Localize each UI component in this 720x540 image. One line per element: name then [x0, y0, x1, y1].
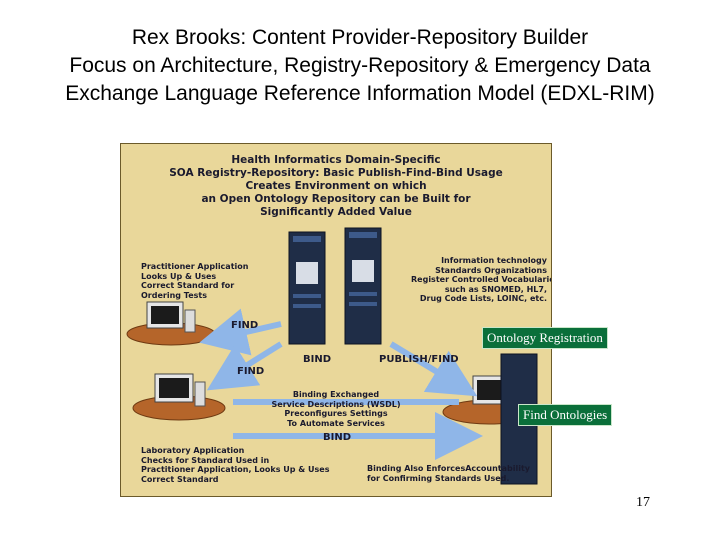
practitioner-workstation: [126, 301, 216, 346]
slide-title: Rex Brooks: Content Provider-Repository …: [0, 24, 720, 108]
label-find-top: FIND: [231, 320, 259, 331]
heading-line-3: Creates Environment on which: [245, 180, 427, 192]
ontology-registration-callout: Ontology Registration: [482, 327, 608, 349]
heading-line-4: an Open Ontology Repository can be Built…: [201, 193, 471, 205]
soa-registry-diagram: Health Informatics Domain-Specific SOA R…: [120, 143, 552, 497]
practitioner-line: Correct Standard for: [141, 281, 235, 291]
heading-line-1: Health Informatics Domain-Specific: [231, 154, 441, 166]
registry-server-left: [288, 231, 326, 345]
practitioner-line: Practitioner Application: [141, 262, 249, 271]
laboratory-note: Laboratory Application Checks for Standa…: [141, 446, 329, 484]
laboratory-line: Practitioner Application, Looks Up & Use…: [141, 465, 330, 475]
practitioner-line: Ordering Tests: [141, 290, 207, 300]
title-line-2: Focus on Architecture, Registry-Reposito…: [69, 54, 651, 77]
binding-line: Service Descriptions (WSDL): [271, 399, 401, 409]
laboratory-line: Correct Standard: [141, 474, 219, 484]
practitioner-note: Practitioner Application Looks Up & Uses…: [141, 262, 248, 300]
accountability-line: for Confirming Standards Used.: [367, 473, 510, 483]
info-tech-line: Standards Organizations: [435, 265, 547, 275]
arrow-find-left: [206, 341, 283, 391]
accountability-note: Binding Also EnforcesAccountability for …: [367, 464, 530, 483]
binding-note: Binding Exchanged Service Descriptions (…: [271, 390, 401, 428]
info-tech-line: Drug Code Lists, LOINC, etc.: [419, 294, 547, 304]
binding-line: Binding Exchanged: [292, 390, 380, 399]
label-bind-center: BIND: [303, 354, 332, 365]
arrow-find-top: [199, 308, 282, 356]
laboratory-line: Laboratory Application: [141, 446, 245, 455]
heading-line-2: SOA Registry-Repository: Basic Publish-F…: [169, 167, 503, 179]
title-line-1: Rex Brooks: Content Provider-Repository …: [131, 26, 589, 49]
lab-workstation: [132, 373, 226, 421]
practitioner-line: Looks Up & Uses: [141, 271, 217, 281]
label-publish-find: PUBLISH/FIND: [379, 354, 459, 365]
accountability-line: Binding Also EnforcesAccountability: [367, 464, 530, 473]
binding-line: Preconfigures Settings: [284, 409, 388, 419]
heading-line-5: Significantly Added Value: [260, 206, 412, 218]
info-tech-line: Register Controlled Vocabularies: [411, 275, 552, 285]
diagram-heading: Health Informatics Domain-Specific SOA R…: [121, 154, 551, 219]
label-bind-bottom: BIND: [323, 432, 352, 443]
info-tech-note: Information technology Standards Organiz…: [411, 256, 552, 304]
info-tech-line: such as SNOMED, HL7,: [444, 284, 547, 294]
find-ontologies-callout: Find Ontologies: [518, 404, 613, 426]
info-tech-line: Information technology: [441, 256, 547, 265]
registry-server-right: [344, 227, 382, 345]
page-number: 17: [636, 495, 650, 510]
label-find-left: FIND: [237, 366, 265, 377]
laboratory-line: Checks for Standard Used in: [141, 455, 270, 465]
title-line-3: Exchange Language Reference Information …: [65, 82, 655, 105]
arrow-publish-find: [389, 341, 478, 397]
binding-line: To Automate Services: [287, 418, 385, 428]
